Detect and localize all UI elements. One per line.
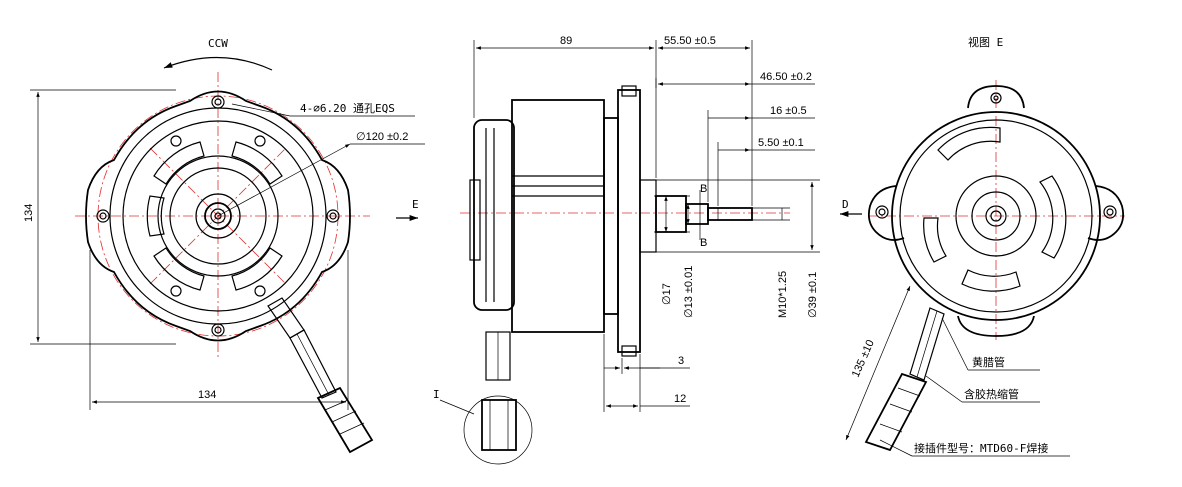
dim-dia13: ∅13 ±0.01 (683, 266, 695, 318)
note-connector: 接插件型号：MTD60-F焊接 (914, 441, 1048, 455)
dim-dia39: ∅39 ±0.1 (807, 272, 819, 318)
section-label-b-top: B (700, 183, 707, 195)
diameter-callout: ∅120 ±0.2 (356, 131, 408, 143)
side-view: B B I 89 55.50 ±0.5 46.50 ±0.2 16 ±0.5 (433, 35, 820, 465)
dim-overall-length: 89 (560, 35, 572, 47)
height-dim: 134 (23, 204, 35, 222)
dim-12: 12 (674, 393, 686, 405)
section-label-b-bottom: B (700, 237, 707, 249)
rear-view: 视图 E 135 ±10 (840, 35, 1125, 457)
detail-label: I (433, 388, 440, 401)
dim-thread: M10*1.25 (777, 271, 789, 318)
front-housing-outline (85, 90, 351, 342)
rear-housing-outline (891, 111, 1101, 321)
rear-cap (473, 119, 515, 311)
note-wax-tube: 黄腊管 (972, 355, 1005, 369)
cable-length-dim: 135 ±10 (850, 338, 877, 379)
view-arrow-e-label: E (412, 198, 419, 211)
width-dim: 134 (198, 389, 216, 401)
dim-dia17: ∅17 (661, 283, 673, 305)
dim-5: 5.50 ±0.1 (758, 137, 804, 149)
rear-view-title: 视图 E (968, 35, 1003, 49)
front-view: CCW 4-∅6.20 通孔EQS ∅120 ±0.2 134 134 E (23, 37, 425, 454)
dim-46: 46.50 ±0.2 (760, 71, 812, 83)
rotation-label: CCW (208, 37, 228, 50)
note-heat-shrink: 含胶热缩管 (964, 387, 1019, 401)
dim-3: 3 (678, 355, 684, 367)
hole-note: 4-∅6.20 通孔EQS (300, 102, 395, 115)
dim-flange-to-tip: 55.50 ±0.5 (664, 35, 716, 47)
view-arrow-d-label: D (842, 198, 849, 211)
dim-16: 16 ±0.5 (770, 105, 807, 117)
